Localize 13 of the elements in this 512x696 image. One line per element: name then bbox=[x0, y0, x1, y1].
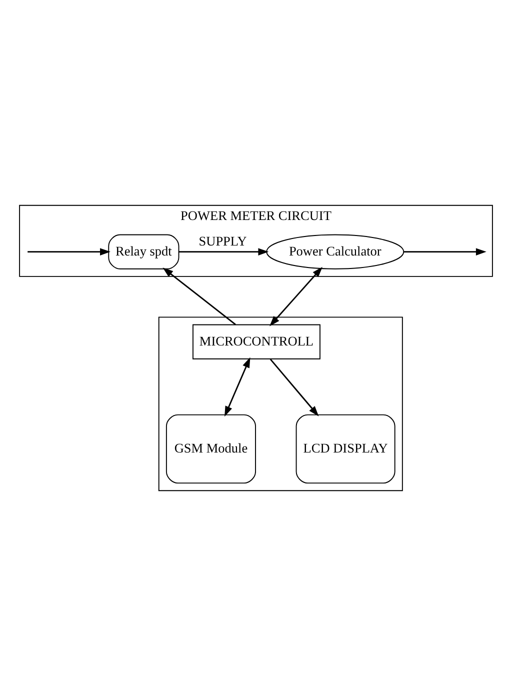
node-ellipse: Power Calculator bbox=[266, 234, 404, 270]
node-box: LCD DISPLAY bbox=[296, 414, 396, 484]
edge-label: SUPPLY bbox=[198, 233, 247, 248]
arrow bbox=[270, 266, 322, 326]
arrow bbox=[404, 248, 486, 256]
arrow bbox=[270, 358, 319, 416]
node-box: MICROCONTROLL bbox=[192, 324, 320, 360]
arrow bbox=[28, 248, 110, 256]
arrow bbox=[178, 248, 269, 256]
arrow bbox=[224, 357, 250, 417]
arrow bbox=[162, 268, 236, 326]
node-box: GSM Module bbox=[166, 414, 256, 484]
node-box: Relay spdt bbox=[108, 234, 180, 270]
